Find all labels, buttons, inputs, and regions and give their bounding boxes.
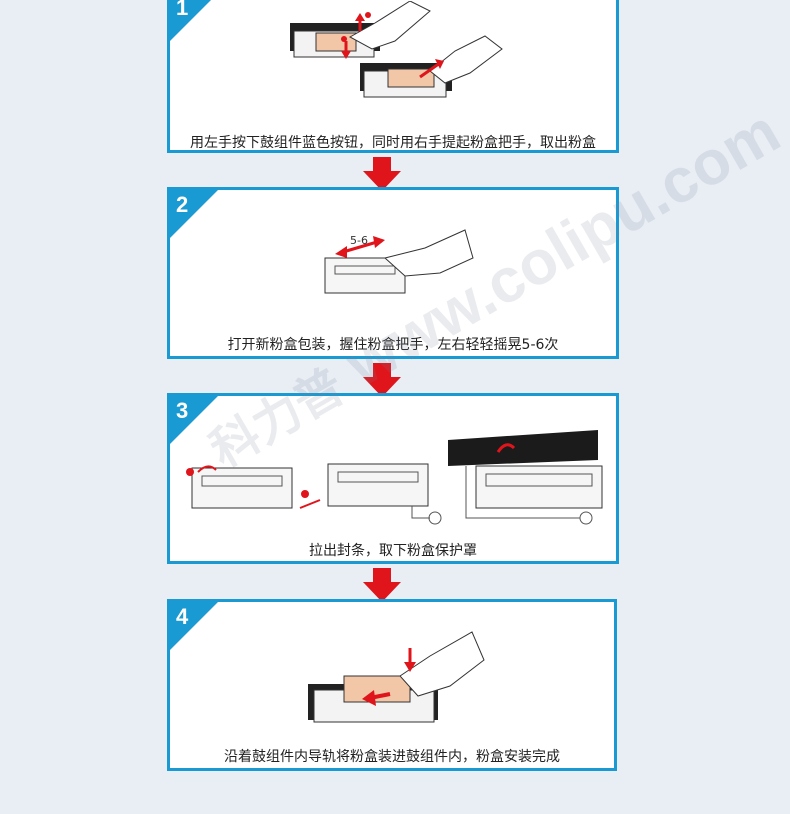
step-2-caption: 打开新粉盒包装，握住粉盒把手，左右轻轻摇晃5-6次 [227, 337, 559, 353]
step-2-number: 2 [176, 192, 189, 217]
step-4-illustration [308, 631, 485, 723]
down-arrow-3 [363, 568, 401, 602]
step-4-panel: 4 沿着鼓组件内导轨将粉盒装进鼓组件内，粉盒安装完成 [167, 599, 617, 771]
step-4-caption: 沿着鼓组件内导轨将粉盒装进鼓组件内，粉盒安装完成 [224, 749, 560, 765]
shake-count-label: 5-6 [350, 234, 368, 247]
step-1-panel: 1 用左手按下鼓组件蓝色按钮，同时用右手提起粉盒把手，取出粉盒 [167, 0, 619, 153]
down-arrow-1 [363, 157, 401, 191]
step-3-illustration [186, 430, 603, 525]
step-1-number: 1 [176, 0, 189, 20]
step-3-caption: 拉出封条，取下粉盒保护罩 [309, 543, 477, 559]
down-arrow-2 [363, 363, 401, 397]
step-1-illustration [290, 1, 503, 98]
step-3-number: 3 [176, 398, 189, 423]
step-3-panel: 3 拉出封条，取下粉盒保护罩 [167, 393, 619, 564]
step-2-illustration [324, 229, 474, 294]
step-4-number: 4 [176, 604, 189, 629]
step-2-panel: 2 5-6 打开新粉盒包装，握住粉盒把手，左右轻轻摇晃5-6次 [167, 187, 619, 359]
step-1-caption: 用左手按下鼓组件蓝色按钮，同时用右手提起粉盒把手，取出粉盒 [190, 135, 596, 151]
